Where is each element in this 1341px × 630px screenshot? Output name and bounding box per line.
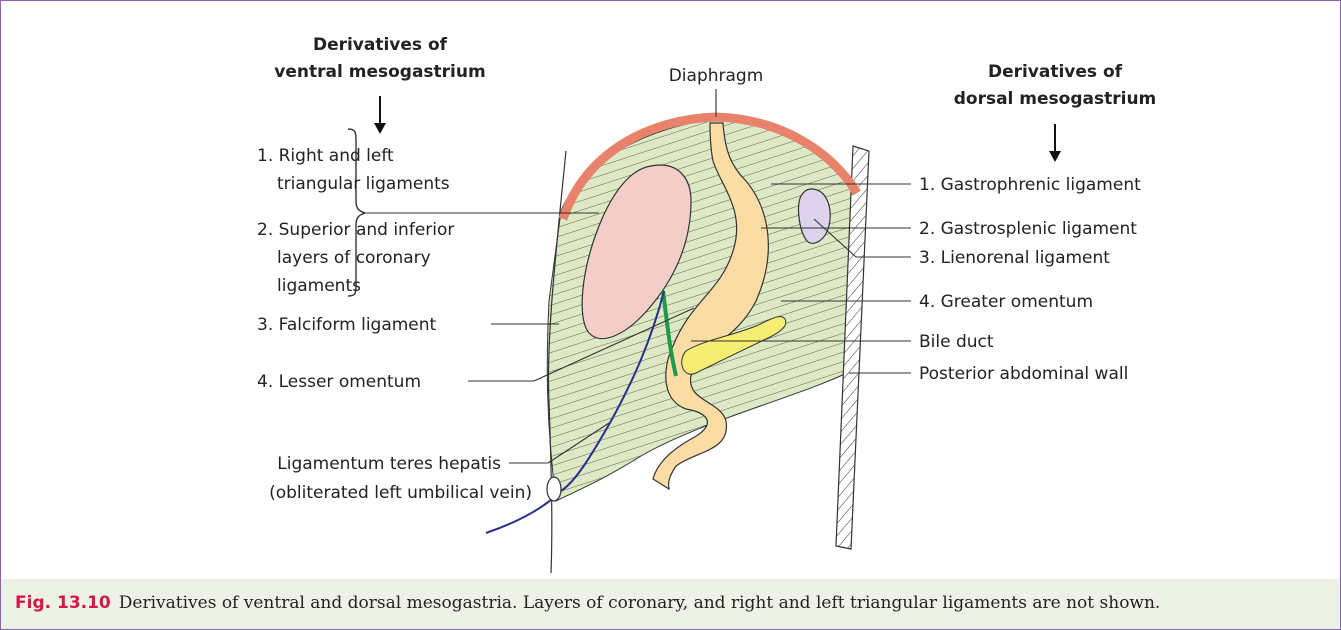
ventral-item-3: 3. Falciform ligament <box>257 315 437 335</box>
ventral-item-1-line2: triangular ligaments <box>277 174 450 194</box>
ventral-item-2-line3: ligaments <box>277 276 361 296</box>
spleen <box>799 189 831 243</box>
figure-caption: Fig. 13.10 Derivatives of ventral and dor… <box>15 593 1160 613</box>
ventral-item-1-line1: 1. Right and left <box>257 146 394 166</box>
dorsal-header-line2: dorsal mesogastrium <box>954 89 1157 109</box>
figure-number: Fig. 13.10 <box>15 593 111 613</box>
ventral-header-line2: ventral mesogastrium <box>274 62 485 82</box>
caption-text: Derivatives of ventral and dorsal mesoga… <box>119 593 1161 613</box>
bile-duct-label: Bile duct <box>919 332 994 352</box>
dorsal-item-1: 1. Gastrophrenic ligament <box>919 175 1141 195</box>
umbilicus <box>547 477 561 501</box>
ligamentum-teres-line1: Ligamentum teres hepatis <box>277 454 501 474</box>
dorsal-item-2: 2. Gastrosplenic ligament <box>919 219 1137 239</box>
dorsal-item-3: 3. Lienorenal ligament <box>919 248 1110 268</box>
posterior-wall-label: Posterior abdominal wall <box>919 364 1128 384</box>
dorsal-header-line1: Derivatives of <box>988 62 1123 82</box>
mesogastrium-diagram: Derivatives of ventral mesogastrium Deri… <box>1 1 1340 579</box>
ventral-item-4: 4. Lesser omentum <box>257 372 421 392</box>
ventral-item-2-line1: 2. Superior and inferior <box>257 220 454 240</box>
ventral-header-line1: Derivatives of <box>313 35 448 55</box>
diaphragm-label: Diaphragm <box>669 66 764 86</box>
ventral-item-2-line2: layers of coronary <box>277 248 431 268</box>
ligamentum-teres-line2: (obliterated left umbilical vein) <box>269 483 532 503</box>
dorsal-item-4: 4. Greater omentum <box>919 292 1093 312</box>
